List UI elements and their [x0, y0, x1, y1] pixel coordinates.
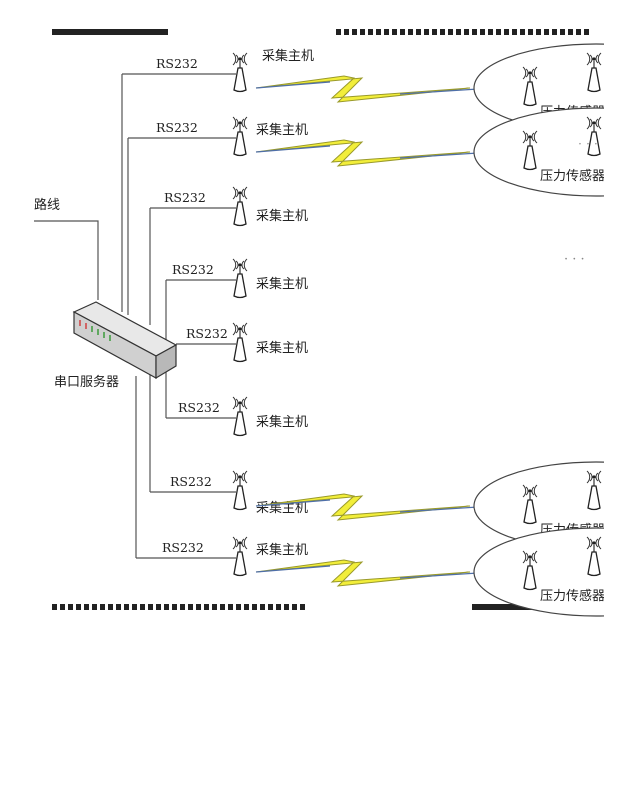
top-left-bar [52, 29, 168, 35]
wireless-link-lightning [255, 139, 471, 167]
host-label: 采集主机 [256, 414, 308, 430]
rs232-wires [121, 74, 167, 558]
host-label: 采集主机 [262, 48, 314, 64]
rs232-label: RS232 [156, 56, 198, 71]
incoming-line [34, 220, 99, 300]
wireless-link-lightning [255, 559, 471, 587]
serial-server-label: 串口服务器 [54, 374, 119, 390]
sensor-label: 压力传感器 [540, 168, 605, 184]
svg-text:· · ·: · · · [578, 136, 598, 151]
host-row: RS232 采集主机 [166, 396, 308, 437]
host-label: 采集主机 [256, 122, 308, 138]
bottom-left-dashed-bar [52, 604, 305, 610]
host-antenna-icon [232, 470, 248, 511]
rs232-label: RS232 [178, 400, 220, 415]
rs232-label: RS232 [164, 190, 206, 205]
ellipsis-dots: · · · [564, 252, 585, 267]
sensor-group: · · · 压力传感器 [473, 107, 605, 197]
host-label: 采集主机 [256, 276, 308, 292]
host-row: RS232 采集主机 [176, 322, 308, 363]
wireless-link-lightning [255, 493, 471, 521]
host-antenna-icon [232, 186, 248, 227]
rs232-label: RS232 [172, 262, 214, 277]
host-antenna-icon [232, 396, 248, 437]
host-row: RS232 采集主机 [150, 186, 308, 227]
sensor-group: 压力传感器 [473, 527, 605, 617]
rs232-label: RS232 [186, 326, 228, 341]
host-antenna-icon [232, 52, 248, 93]
host-label: 采集主机 [256, 542, 308, 558]
host-antenna-icon [232, 536, 248, 577]
host-row: RS232 采集主机 [166, 258, 308, 299]
wireless-link-lightning [255, 75, 471, 103]
host-row: RS232 采集主机 · · · 压力传感器 [128, 107, 605, 197]
top-right-dashed-bar [336, 29, 589, 35]
host-rows: RS232采集主机压力传感器RS232采集主机· · ·压力传感器RS232采集… [122, 43, 605, 617]
line-label: 路线 [34, 197, 60, 213]
serial-server [72, 301, 178, 380]
rs232-label: RS232 [170, 474, 212, 489]
sensor-label: 压力传感器 [540, 588, 605, 604]
rs232-label: RS232 [162, 540, 204, 555]
host-label: 采集主机 [256, 208, 308, 224]
rs232-label: RS232 [156, 120, 198, 135]
host-label: 采集主机 [256, 340, 308, 356]
host-antenna-icon [232, 322, 248, 363]
host-antenna-icon [232, 258, 248, 299]
host-antenna-icon [232, 116, 248, 157]
